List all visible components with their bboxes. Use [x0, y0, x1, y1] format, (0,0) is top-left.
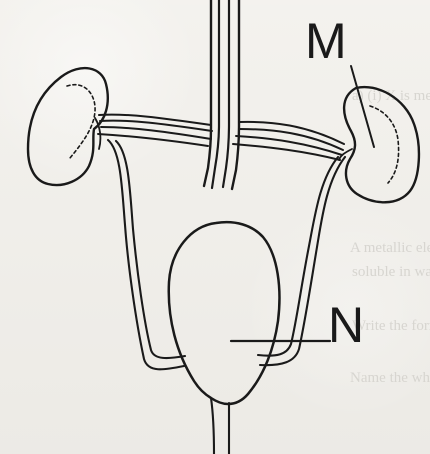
aorta-left-inner — [212, 0, 219, 188]
bladder-outline — [169, 222, 280, 404]
aorta-right-outer — [232, 0, 239, 189]
right-ureter-outer — [258, 157, 338, 356]
aorta-right-inner — [223, 0, 229, 187]
right-renal-vessel-4 — [233, 144, 340, 160]
aorta-left-outer — [204, 0, 211, 186]
left-ureter-outer — [108, 140, 184, 369]
urethra-left — [211, 398, 214, 454]
left-kidney-inner-line — [67, 85, 95, 158]
right-kidney-outline — [344, 87, 419, 202]
label-n: N — [328, 300, 364, 350]
label-m: M — [305, 16, 347, 66]
